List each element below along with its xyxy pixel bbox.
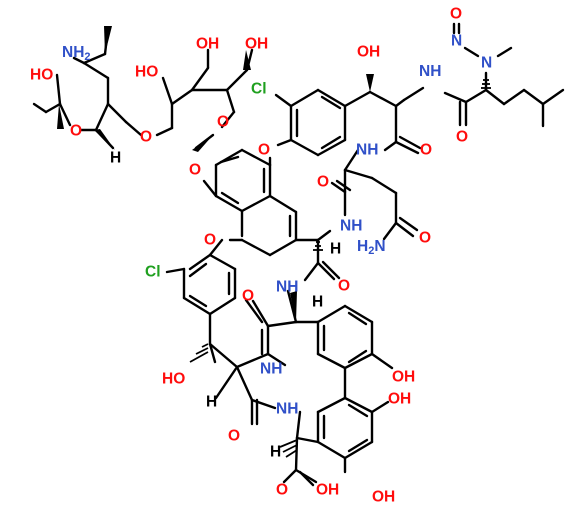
glycosidic-oxygen-1: O (140, 129, 152, 146)
amino-sugar-nh2: NH2 (62, 44, 91, 64)
amide-o-bottom: O (228, 428, 240, 445)
glucose-hydroxyl-1: OH (196, 36, 219, 53)
alpha-hydrogen-4: H (270, 444, 281, 461)
benzylic-hydroxyl-low: HO (162, 371, 185, 388)
amide-o-top: O (420, 142, 432, 159)
phenol-hydroxyl-1: OH (392, 369, 415, 386)
phenol-hydroxyl-3: OH (372, 489, 395, 506)
glucose-hydroxyl-2: OH (245, 36, 268, 53)
asparagine-nh: NH (340, 218, 362, 235)
asparagine-side-chain-o: O (419, 230, 431, 247)
diaryl-ether-o-left: O (204, 232, 216, 249)
amide-o-mid: O (338, 278, 350, 295)
wedge-bonds (57, 26, 374, 322)
alpha-hydrogen-3: H (206, 394, 217, 411)
chlorine-left: Cl (145, 264, 161, 281)
hashed-bonds (189, 79, 491, 458)
asparagine-amide-o: O (317, 174, 329, 191)
glycosidic-oxygen-2: O (189, 162, 201, 179)
asparagine-nh2: H2N (357, 238, 386, 258)
carboxylic-acid-oh: OH (316, 482, 339, 499)
leucine-amide-nh: NH (419, 63, 441, 80)
nitroso-oxygen: O (450, 6, 462, 23)
nitroso-nitrogen: N (451, 33, 462, 50)
alpha-hydrogen-1: H (330, 241, 341, 258)
amide-nh-mid: NH (276, 279, 298, 296)
phenol-hydroxyl-2: OH (388, 391, 411, 408)
amide-o-low: O (242, 288, 254, 305)
alpha-hydrogen-2: H (312, 294, 323, 311)
anomeric-hydrogen: H (110, 150, 121, 167)
diaryl-ether-o-top: O (258, 142, 270, 159)
amide-nh-low: NH (260, 361, 282, 378)
carboxylic-acid-o: O (276, 482, 288, 499)
sugar-hydroxyl: HO (30, 67, 53, 84)
ring-amide-nh-top: NH (356, 142, 378, 159)
leucine-carbonyl-o: O (456, 129, 468, 146)
amide-nh-bottom: NH (276, 401, 298, 418)
glucose-ring-oxygen: O (217, 114, 229, 131)
bond-lines (32, 22, 565, 487)
chlorine-top: Cl (251, 81, 267, 98)
n-methyl-nitrogen: N (481, 55, 492, 72)
sugar-ring-oxygen: O (70, 123, 82, 140)
atom-labels: O N N NH2 HO O H OH OH HO O O O Cl Cl OH… (30, 6, 492, 506)
glucose-hydroxyl-3: HO (135, 64, 158, 81)
benzylic-hydroxyl-top: OH (357, 44, 380, 61)
